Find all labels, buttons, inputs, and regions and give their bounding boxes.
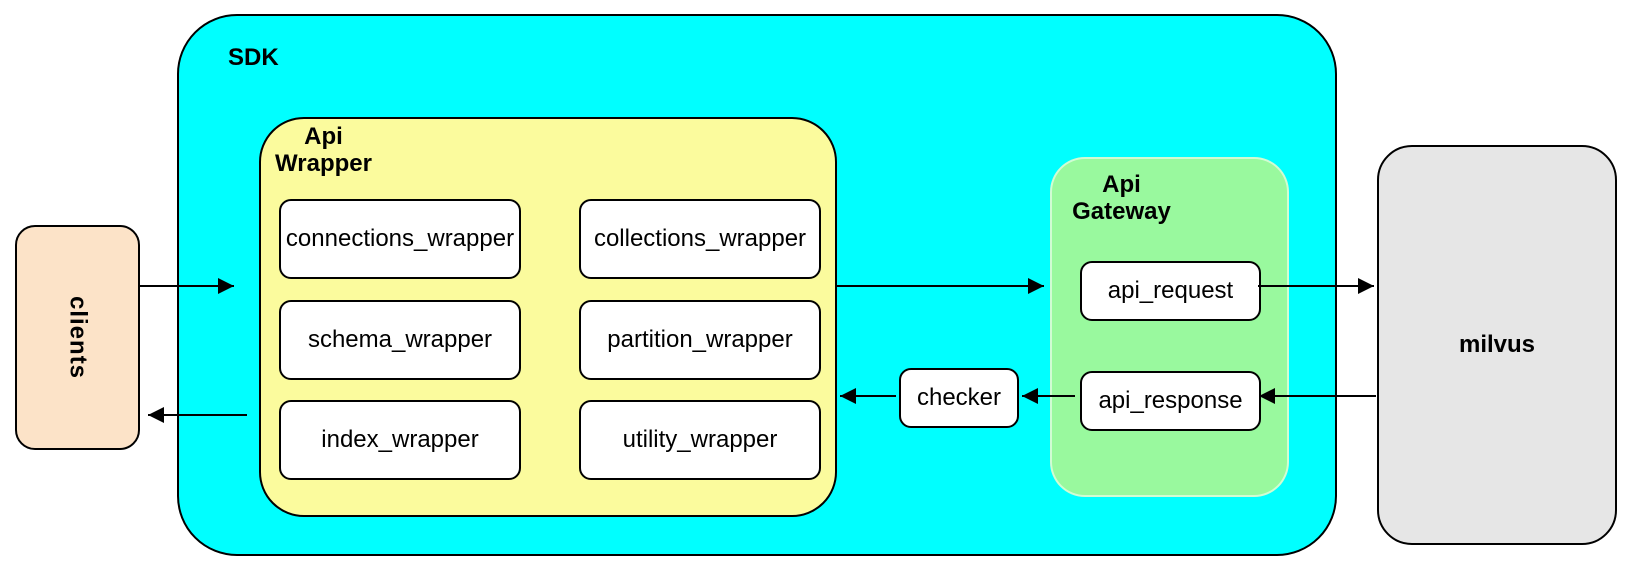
node-api-response: api_response	[1080, 371, 1261, 431]
milvus-label: milvus	[1458, 331, 1536, 358]
api-gateway-label-line2: Gateway	[1072, 198, 1171, 225]
sdk-container: SDK Api Wrapper connections_wrapper coll…	[177, 14, 1337, 556]
api-gateway-container: Api Gateway api_request api_response	[1050, 157, 1289, 497]
node-index-wrapper: index_wrapper	[279, 400, 521, 480]
node-partition-wrapper: partition_wrapper	[579, 300, 821, 380]
node-schema-wrapper: schema_wrapper	[279, 300, 521, 380]
clients-box: clients	[15, 225, 140, 450]
node-api-request: api_request	[1080, 261, 1261, 321]
node-utility-wrapper: utility_wrapper	[579, 400, 821, 480]
clients-label: clients	[64, 295, 92, 380]
node-connections-wrapper: connections_wrapper	[279, 199, 521, 279]
api-gateway-label: Api Gateway	[1064, 171, 1179, 225]
api-wrapper-container: Api Wrapper connections_wrapper collecti…	[259, 117, 837, 517]
api-gateway-label-line1: Api	[1102, 171, 1141, 198]
api-wrapper-label-line1: Api	[304, 123, 343, 150]
api-wrapper-label-line2: Wrapper	[275, 150, 372, 177]
milvus-box: milvus	[1377, 145, 1617, 545]
node-collections-wrapper: collections_wrapper	[579, 199, 821, 279]
api-wrapper-label: Api Wrapper	[271, 123, 376, 177]
sdk-label: SDK	[228, 44, 279, 71]
node-checker: checker	[899, 368, 1019, 428]
